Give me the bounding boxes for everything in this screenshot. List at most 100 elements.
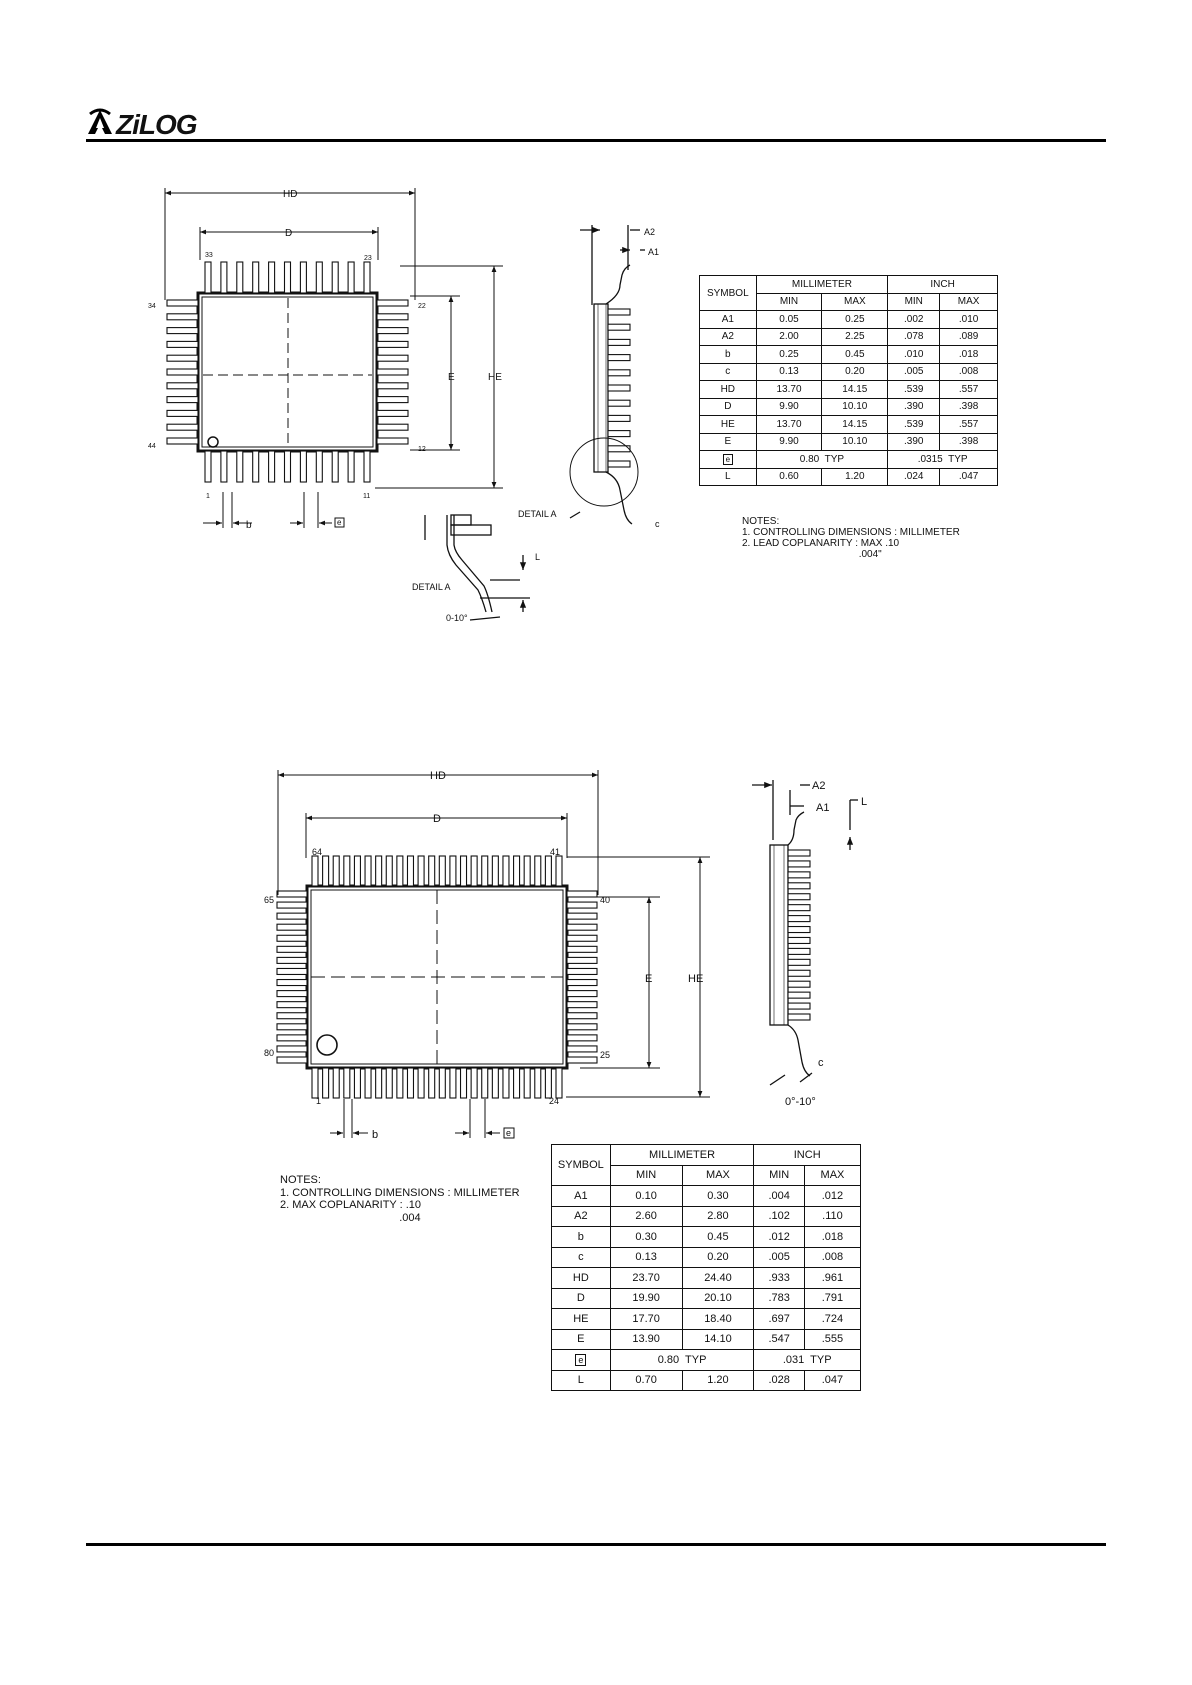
lead	[449, 1067, 457, 1099]
lead	[566, 912, 598, 920]
table-cell: .005	[753, 1246, 805, 1268]
side-a1: A1	[648, 247, 659, 257]
t1-pitch-inch: .0315 TYP	[887, 450, 998, 469]
table-cell: .012	[753, 1226, 805, 1248]
lead	[166, 382, 199, 390]
lead	[376, 423, 409, 431]
t2-pitch-mm: 0.80 TYP	[609, 1349, 755, 1371]
lead	[166, 396, 199, 404]
t2-l-inch-max: .047	[803, 1369, 862, 1391]
zilog-logo: ZiLOG	[86, 108, 216, 143]
t1-mm-min: MIN	[755, 292, 823, 311]
table-cell: .010	[939, 310, 998, 329]
table-cell: .933	[753, 1267, 805, 1289]
pin2-40: 40	[600, 895, 610, 905]
pin-12: 12	[418, 446, 426, 453]
table-cell: A1	[551, 1185, 611, 1207]
t1-inch-min: MIN	[887, 292, 941, 311]
t2-mm-header: MILLIMETER	[609, 1144, 755, 1166]
lead	[268, 450, 276, 483]
package1-notes: NOTES: 1. CONTROLLING DIMENSIONS : MILLI…	[742, 516, 960, 560]
pin2-24: 24	[549, 1096, 559, 1106]
lead	[787, 936, 811, 945]
lead	[276, 945, 308, 953]
pin-44: 44	[148, 443, 156, 450]
dim-e-pitch: e	[337, 518, 342, 527]
lead	[204, 450, 212, 483]
table-cell: 23.70	[609, 1267, 683, 1289]
lead	[363, 450, 371, 483]
lead	[607, 445, 631, 453]
table-cell: .557	[939, 380, 998, 399]
lead	[787, 947, 811, 955]
package2-notes: NOTES: 1. CONTROLLING DIMENSIONS : MILLI…	[280, 1174, 520, 1224]
side-c: c	[655, 519, 660, 529]
lead	[566, 1012, 598, 1020]
lead	[417, 855, 425, 887]
lead	[375, 855, 383, 887]
table-cell: HD	[699, 380, 757, 399]
table-cell: .012	[803, 1185, 862, 1207]
dim2-d: D	[433, 813, 441, 825]
lead	[276, 1023, 308, 1031]
table-cell: .008	[803, 1246, 862, 1268]
lead	[417, 1067, 425, 1099]
table-cell: c	[551, 1246, 611, 1268]
lead	[566, 934, 598, 942]
table-cell: 0.13	[609, 1246, 683, 1268]
table-cell: 14.15	[821, 415, 889, 434]
table-cell: E	[699, 432, 757, 451]
lead	[311, 1067, 319, 1099]
package1-side-view	[569, 225, 645, 525]
lead	[406, 1067, 415, 1099]
table-cell: 24.40	[681, 1267, 755, 1289]
table-cell: 2.00	[755, 327, 823, 346]
lead	[252, 261, 260, 294]
table-cell: HD	[551, 1267, 611, 1289]
lead	[376, 354, 409, 362]
table-cell: 9.90	[755, 397, 823, 416]
t2-symbol-header: SYMBOL	[551, 1144, 611, 1186]
table-cell: .791	[803, 1287, 862, 1309]
lead	[491, 1067, 499, 1099]
table-cell: .555	[803, 1328, 862, 1350]
pin2-64: 64	[312, 847, 322, 857]
package1-detail-a	[424, 514, 530, 621]
lead	[166, 299, 199, 307]
package2-dimension-labels: HD D E HE b e 64 41 65 40 80 25 1 24	[264, 770, 703, 1141]
lead	[566, 990, 598, 998]
lead	[299, 450, 307, 483]
lead	[347, 261, 355, 294]
lead	[787, 882, 811, 890]
lead	[315, 261, 323, 294]
table-cell: 0.10	[609, 1185, 683, 1207]
t2-l-inch-min: .028	[753, 1369, 805, 1391]
t1-l-symbol: L	[699, 467, 757, 486]
table-cell: 0.05	[755, 310, 823, 329]
table-cell: A1	[699, 310, 757, 329]
table-cell: 0.30	[681, 1185, 755, 1207]
lead	[566, 923, 598, 931]
table-cell: 2.25	[821, 327, 889, 346]
lead	[166, 437, 199, 445]
lead	[283, 261, 292, 294]
lead	[544, 855, 552, 887]
lead	[276, 934, 308, 942]
lead	[220, 261, 228, 294]
t2-pitch-symbol-box: e	[575, 1353, 587, 1366]
footer-rule	[86, 1543, 1106, 1546]
lead	[566, 956, 598, 964]
lead	[607, 460, 631, 468]
lead	[252, 450, 260, 483]
lead	[607, 338, 631, 346]
lead	[376, 409, 409, 417]
lead	[555, 855, 563, 887]
table-cell: 0.25	[821, 310, 889, 329]
t2-pitch-inch: .031 TYP	[753, 1349, 861, 1371]
